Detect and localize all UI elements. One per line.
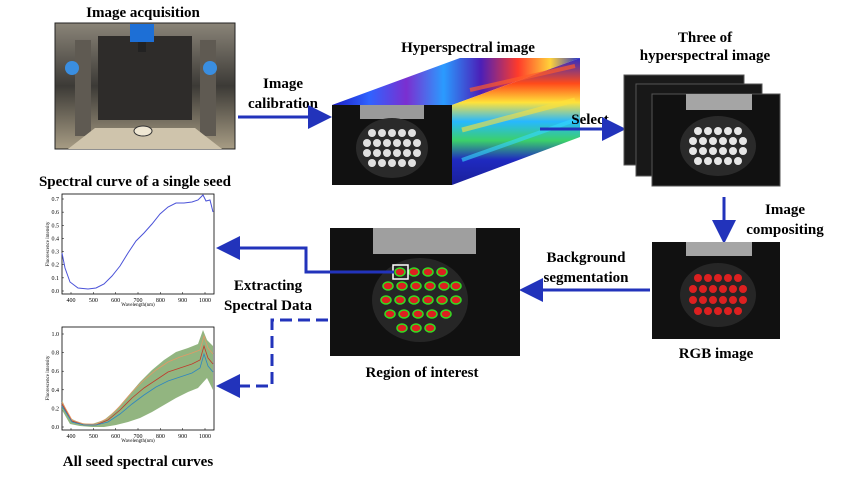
roi-image [330,228,520,356]
label-three-of-1: Three of [678,30,733,46]
plot-all: Fluorescence intensity Wavelength(nm) 0.… [46,326,215,444]
single-y-tick-7: 0.7 [52,197,60,203]
label-hyperspectral-image: Hyperspectral image [401,40,535,56]
plot-single-ylabel: Fluorescence intensity [46,221,51,266]
all-y-tick-3: 0.6 [52,369,60,375]
all-curves-mid3 [61,334,214,425]
all-x-tick-0: 400 [67,434,76,440]
plot-single: Fluorescence intensity Wavelength(nm) 0.… [46,193,215,308]
all-x-tick-4: 800 [156,434,165,440]
arrow-roi-to-single [216,236,394,274]
plot-single-frame [61,193,215,295]
label-extracting-1: Extracting [234,278,303,294]
label-image-calibration-1: Image [263,76,303,92]
hyperspectral-cube [332,58,580,185]
label-image-compositing-2: compositing [746,222,824,238]
label-region-of-interest: Region of interest [365,365,478,381]
single-y-tick-4: 0.4 [52,236,60,242]
all-y-tick-5: 1.0 [52,332,60,338]
label-extracting-2: Spectral Data [224,298,312,314]
label-image-acquisition: Image acquisition [86,5,200,21]
label-single-curve: Spectral curve of a single seed [39,174,232,190]
label-background-seg-1: Background [547,250,627,266]
label-rgb-image: RGB image [679,346,754,362]
single-x-tick-4: 800 [156,298,165,304]
plot-all-xlabel: Wavelength(nm) [121,439,155,444]
single-curve-line [61,194,214,290]
single-x-tick-0: 400 [67,298,76,304]
all-curves-band [62,330,213,427]
image-stack [623,74,781,187]
single-x-tick-6: 1000 [199,298,211,304]
label-select: Select [571,112,608,128]
single-y-tick-5: 0.5 [52,223,60,229]
label-image-compositing-1: Image [765,202,805,218]
all-y-tick-2: 0.4 [52,388,60,394]
single-x-tick-3: 700 [134,298,143,304]
single-y-tick-0: 0.0 [52,289,60,295]
label-background-seg-2: segmentation [544,270,630,286]
all-curves-mid2 [61,352,214,426]
all-y-tick-0: 0.0 [52,425,60,431]
all-x-tick-2: 600 [111,434,120,440]
acquisition-photo [54,22,236,150]
label-all-curves: All seed spectral curves [63,454,214,470]
single-x-tick-2: 600 [111,298,120,304]
all-x-tick-5: 900 [178,434,187,440]
plot-all-ylabel: Fluorescence intensity [46,355,51,400]
rgb-image [652,242,780,339]
all-x-tick-6: 1000 [199,434,211,440]
single-x-tick-5: 900 [178,298,187,304]
plot-single-xlabel: Wavelength(nm) [121,303,155,308]
arrow-roi-to-all [216,318,328,398]
single-y-tick-2: 0.2 [52,263,60,269]
single-y-tick-6: 0.6 [52,210,60,216]
single-y-tick-3: 0.3 [52,250,60,256]
all-x-tick-3: 700 [134,434,143,440]
all-y-tick-4: 0.8 [52,351,60,357]
single-x-tick-1: 500 [89,298,98,304]
label-three-of-2: hyperspectral image [640,48,771,64]
single-y-tick-1: 0.1 [52,276,60,282]
label-image-calibration-2: calibration [248,96,319,112]
all-x-tick-1: 500 [89,434,98,440]
all-y-tick-1: 0.2 [52,406,60,412]
